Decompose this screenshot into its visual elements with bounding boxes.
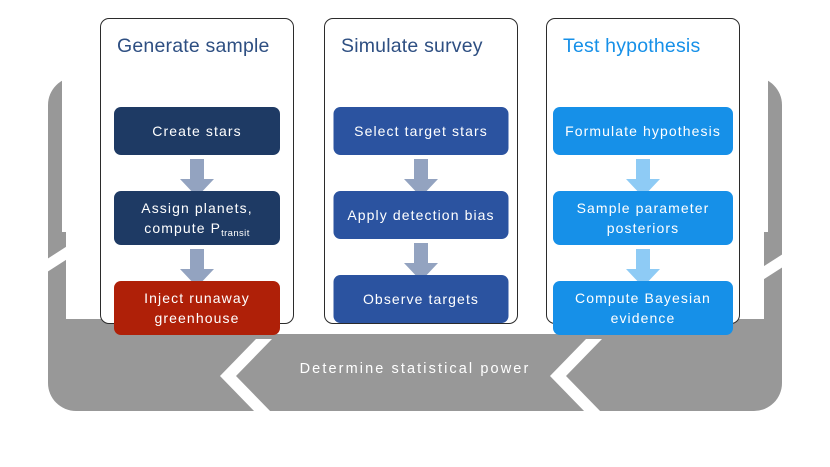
step-label: Select target stars — [354, 122, 488, 139]
step-label: Sample parameter posteriors — [577, 198, 710, 239]
step-label-line2: compute Ptransit — [144, 220, 250, 239]
arrow-down-1 — [180, 159, 214, 197]
panel-title-generate-sample: Generate sample — [117, 35, 270, 57]
step-apply-detection-bias[interactable]: Apply detection bias — [333, 191, 509, 239]
step-label-line1: Sample parameter — [576, 199, 710, 216]
step-label-line1: Assign planets, — [141, 199, 253, 216]
step-label: Create stars — [152, 122, 242, 139]
step-create-stars[interactable]: Create stars — [114, 107, 280, 155]
step-label: Formulate hypothesis — [565, 122, 721, 139]
step-observe-targets[interactable]: Observe targets — [333, 275, 509, 323]
arrow-down-1 — [404, 159, 438, 197]
step-label: Assign planets, compute Ptransit — [141, 198, 252, 239]
panel-generate-sample[interactable]: Generate sample Create stars Assign plan… — [100, 18, 294, 335]
panel-simulate-survey[interactable]: Simulate survey Select target stars Appl… — [324, 18, 518, 324]
step-label-line2: greenhouse — [154, 310, 240, 326]
step-compute-bayesian-evidence[interactable]: Compute Bayesian evidence — [553, 281, 733, 335]
feedback-loop-label: Determine statistical power — [299, 361, 531, 377]
step-label-line2: evidence — [610, 310, 676, 326]
panel-body-simulate-survey: Select target stars Apply detection bias… — [325, 85, 517, 323]
arrow-down-2 — [404, 243, 438, 281]
panel-title-test-hypothesis: Test hypothesis — [563, 35, 701, 57]
arrow-down-1 — [626, 159, 660, 197]
panel-body-test-hypothesis: Formulate hypothesis Sample parameter po… — [547, 85, 739, 335]
step-select-target-stars[interactable]: Select target stars — [333, 107, 509, 155]
step-formulate-hypothesis[interactable]: Formulate hypothesis — [553, 107, 733, 155]
step-label-line1: Inject runaway — [144, 289, 250, 306]
step-sample-parameter-posteriors[interactable]: Sample parameter posteriors — [553, 191, 733, 245]
step-label: Apply detection bias — [347, 206, 495, 223]
panel-title-simulate-survey: Simulate survey — [341, 35, 483, 57]
step-assign-planets[interactable]: Assign planets, compute Ptransit — [114, 191, 280, 245]
step-label-line2: posteriors — [606, 220, 680, 236]
subscript-transit: transit — [221, 228, 250, 239]
panel-body-generate-sample: Create stars Assign planets, compute Ptr… — [101, 85, 293, 335]
step-label: Compute Bayesian evidence — [575, 288, 711, 329]
step-label: Inject runaway greenhouse — [144, 288, 250, 329]
arrow-down-2 — [180, 249, 214, 287]
step-label-line1: Compute Bayesian — [575, 289, 711, 306]
step-inject-runaway-greenhouse[interactable]: Inject runaway greenhouse — [114, 281, 280, 335]
arrow-down-2 — [626, 249, 660, 287]
step-label: Observe targets — [362, 290, 480, 307]
panel-test-hypothesis[interactable]: Test hypothesis Formulate hypothesis Sam… — [546, 18, 740, 335]
